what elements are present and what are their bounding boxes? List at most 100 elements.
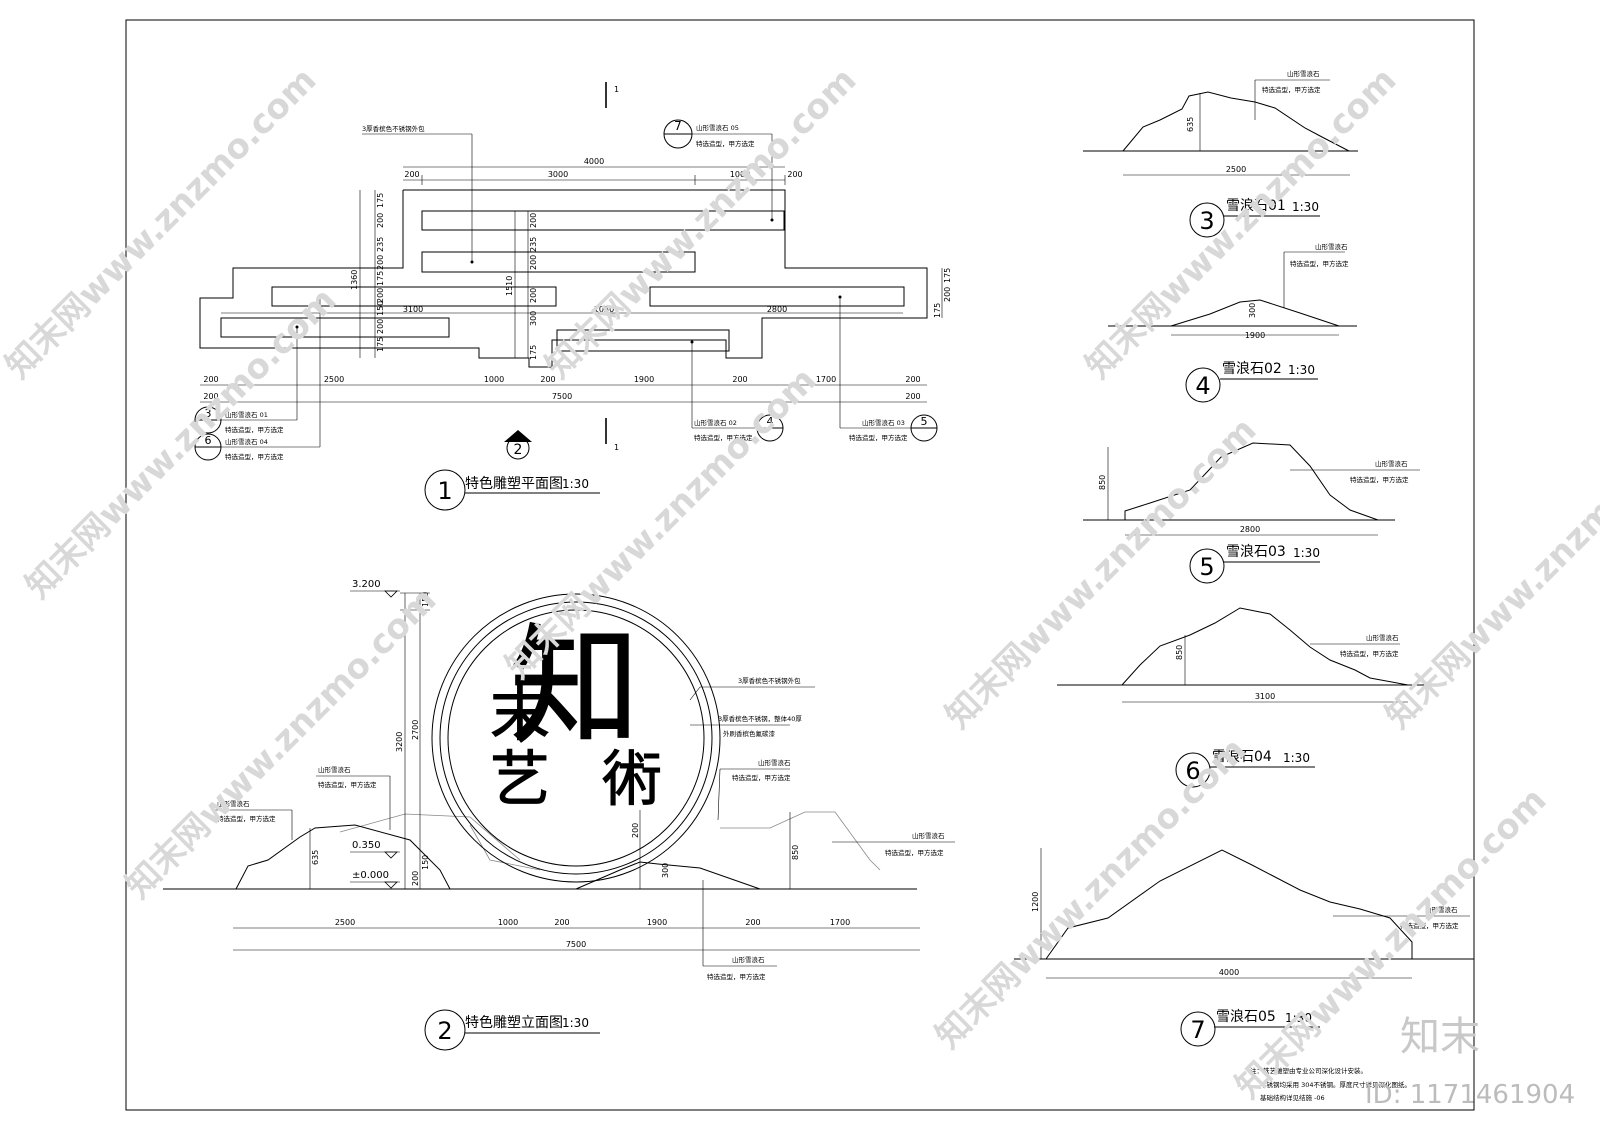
elev-dim-b5: 1700 bbox=[830, 918, 850, 927]
plan-slab-steel bbox=[421, 251, 696, 273]
plan-dim-i1: 235 bbox=[529, 237, 538, 252]
plan-dim-b10: 200 bbox=[905, 392, 920, 401]
plan-scale: 1:30 bbox=[562, 477, 589, 491]
plan-dim-l9: 1360 bbox=[350, 270, 359, 290]
plan-callout-5-sub: 特选造型，甲方选定 bbox=[849, 433, 908, 442]
plan-title-num: 1 bbox=[437, 477, 452, 505]
elevation-view: 知 末 艺 術 3.200 0.350 ±0.000 bbox=[163, 579, 955, 1051]
plan-outline bbox=[199, 189, 928, 368]
elev-dim-b2: 200 bbox=[554, 918, 569, 927]
plan-dim-1000: 1000 bbox=[730, 170, 750, 179]
detail-04-label: 山形雪浪石 bbox=[1366, 633, 1399, 642]
plan-dim-l6: 150 bbox=[376, 301, 385, 316]
general-notes: 注：铁艺雕塑由专业公司深化设计安装。 不锈钢均采用 304不锈钢。厚度尺寸详见深… bbox=[1250, 1066, 1411, 1102]
general-note-2: 基础结构详见结施 -06 bbox=[1260, 1093, 1325, 1102]
plan-dim-b1: 2500 bbox=[324, 375, 344, 384]
detail-03-title: 雪浪石03 bbox=[1226, 544, 1286, 560]
plan-dim-l7: 200 bbox=[376, 319, 385, 334]
detail-02-height: 300 bbox=[1248, 303, 1257, 318]
elev-stone-sub-2: 特选造型，甲方选定 bbox=[318, 780, 377, 789]
detail-04-scale: 1:30 bbox=[1283, 751, 1310, 765]
detail-stone-01: 2500 635 山形雪浪石 特选造型，甲方选定 3 雪浪石01 1:30 bbox=[1083, 69, 1358, 238]
elev-stone-02 bbox=[575, 861, 761, 890]
plan-slab-03 bbox=[649, 286, 905, 307]
plan-view: 1 1 4000 200 3000 1000 200 175 200 235 2… bbox=[194, 82, 952, 511]
detail-01-label: 山形雪浪石 bbox=[1287, 69, 1320, 78]
plan-callout-5-num: 5 bbox=[921, 415, 928, 428]
detail-04-title: 雪浪石04 bbox=[1212, 749, 1272, 765]
elev-note-1: 3厚香槟色不锈钢，整体40厚 bbox=[718, 714, 802, 723]
plan-note-steel: 3厚香槟色不锈钢外包 bbox=[362, 124, 425, 133]
detail-02-title: 雪浪石02 bbox=[1222, 361, 1282, 377]
elev-round-seal: 知 末 艺 術 bbox=[431, 593, 721, 883]
plan-callout-6-sub: 特选造型，甲方选定 bbox=[225, 452, 284, 461]
watermark-8: 知末网www.znzmo.com bbox=[938, 410, 1264, 736]
elev-stone-01 bbox=[235, 824, 451, 890]
detail-03-num: 5 bbox=[1199, 553, 1214, 581]
seal-char-2: 末 bbox=[490, 680, 550, 750]
elev-dim-b6: 7500 bbox=[566, 940, 586, 949]
elev-level-3200: 3.200 bbox=[350, 579, 400, 598]
plan-callout-7-sub: 特选造型，甲方选定 bbox=[696, 139, 755, 148]
plan-dim-l8: 175 bbox=[376, 337, 385, 352]
section-mark-label: 1 bbox=[614, 85, 619, 94]
elev-note-0: 3厚香槟色不锈钢外包 bbox=[738, 676, 801, 685]
plan-dim-i0: 200 bbox=[529, 213, 538, 228]
plan-dim-b3: 200 bbox=[540, 375, 555, 384]
plan-dim-b6: 1700 bbox=[816, 375, 836, 384]
plan-dim-i3: 200 bbox=[529, 288, 538, 303]
plan-dim-i4: 300 bbox=[529, 311, 538, 326]
detail-05-label: 山形雪浪石 bbox=[1425, 905, 1458, 914]
plan-dim-b2: 1000 bbox=[484, 375, 504, 384]
elev-dim-v3: 635 bbox=[311, 850, 320, 865]
plan-dim-3100: 3100 bbox=[403, 305, 423, 314]
detail-05-width: 4000 bbox=[1219, 968, 1239, 977]
plan-dim-b0: 200 bbox=[203, 375, 218, 384]
elevation-scale: 1:30 bbox=[562, 1016, 589, 1030]
plan-dim-b4: 1900 bbox=[634, 375, 654, 384]
general-note-0: 注：铁艺雕塑由专业公司深化设计安装。 bbox=[1250, 1066, 1367, 1075]
section-ref-marker: 2 bbox=[504, 430, 532, 460]
plan-dim-200b: 200 bbox=[787, 170, 802, 179]
plan-dim-2800: 2800 bbox=[767, 305, 787, 314]
plan-dim-l0: 175 bbox=[376, 193, 385, 208]
detail-stone-02: 1900 300 山形雪浪石 特选造型，甲方选定 4 雪浪石02 1:30 bbox=[1108, 242, 1357, 403]
plan-callout-6-num: 6 bbox=[205, 434, 212, 447]
section-ref-num: 2 bbox=[514, 442, 523, 458]
plan-dim-b8: 200 bbox=[203, 392, 218, 401]
plan-dim-i2: 200 bbox=[529, 255, 538, 270]
watermark-id: ID: 1171461904 bbox=[1365, 1080, 1575, 1110]
elev-dim-v6: 200 bbox=[631, 823, 640, 838]
detail-03-sub: 特选造型，甲方选定 bbox=[1350, 475, 1409, 484]
plan-callout-4-name: 山形雪浪石 02 bbox=[694, 418, 737, 427]
watermark-4: 知末网www.znzmo.com bbox=[498, 360, 824, 686]
detail-01-width: 2500 bbox=[1226, 165, 1246, 174]
elev-stone-label-5: 山形雪浪石 bbox=[732, 955, 765, 964]
detail-02-label: 山形雪浪石 bbox=[1315, 242, 1348, 251]
elev-level-0000: ±0.000 bbox=[350, 870, 400, 889]
detail-04-width: 3100 bbox=[1255, 692, 1275, 701]
elev-dim-b4: 200 bbox=[745, 918, 760, 927]
elev-stone-sub-5: 特选造型，甲方选定 bbox=[707, 972, 766, 981]
plan-dim-r2: 175 bbox=[933, 303, 942, 318]
plan-dim-l2: 235 bbox=[376, 237, 385, 252]
elev-dim-v0: 150 bbox=[421, 592, 430, 607]
plan-dim-r0: 175 bbox=[943, 268, 952, 283]
plan-callout-3-sub: 特选造型，甲方选定 bbox=[225, 425, 284, 434]
section-mark-label-2: 1 bbox=[614, 443, 619, 452]
plan-callout-4-sub: 特选造型，甲方选定 bbox=[694, 433, 753, 442]
elevation-title: 特色雕塑立面图 bbox=[465, 1014, 563, 1031]
detail-05-sub: 特选造型，甲方选定 bbox=[1400, 921, 1459, 930]
plan-title-block: 1 特色雕塑平面图 1:30 bbox=[424, 469, 600, 511]
seal-char-3: 艺 bbox=[490, 745, 550, 815]
elev-stone-label-2: 山形雪浪石 bbox=[318, 765, 351, 774]
detail-01-scale: 1:30 bbox=[1292, 200, 1319, 214]
plan-slab-05 bbox=[421, 210, 785, 231]
plan-title-circle bbox=[424, 469, 466, 511]
plan-dim-l5: 200 bbox=[376, 288, 385, 303]
detail-05-num: 7 bbox=[1190, 1016, 1205, 1044]
detail-stone-05: 1200 4000 山形雪浪石 特选造型，甲方选定 7 雪浪石05 1:30 bbox=[1014, 848, 1474, 1047]
detail-02-sub: 特选造型，甲方选定 bbox=[1290, 259, 1349, 268]
detail-01-title: 雪浪石01 bbox=[1226, 198, 1286, 214]
plan-dim-r1: 200 bbox=[943, 287, 952, 302]
